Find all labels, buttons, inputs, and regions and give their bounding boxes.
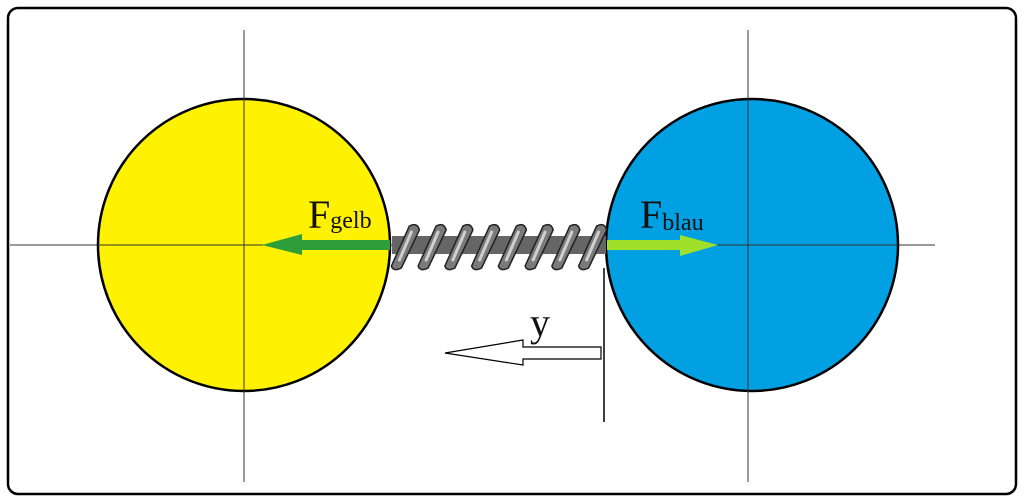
spring-coil-highlight: [504, 230, 520, 262]
force-blue-arrow: [607, 235, 718, 256]
spring: [390, 223, 608, 271]
displacement-arrow: [444, 339, 602, 366]
spring-coil-highlight: [531, 230, 547, 262]
displacement-label: y: [530, 300, 550, 345]
spring-coil-highlight: [478, 230, 494, 262]
spring-coil-highlight: [558, 230, 574, 262]
force-yellow-arrow: [262, 234, 390, 255]
force-blue-label: Fblau: [640, 192, 704, 237]
spring-coil-highlight: [397, 230, 413, 262]
force-yellow-label: Fgelb: [308, 192, 372, 237]
spring-core: [392, 236, 606, 254]
spring-coil-highlight: [451, 230, 467, 262]
spring-coil-highlight: [585, 230, 601, 262]
spring-coil-highlight: [424, 230, 440, 262]
